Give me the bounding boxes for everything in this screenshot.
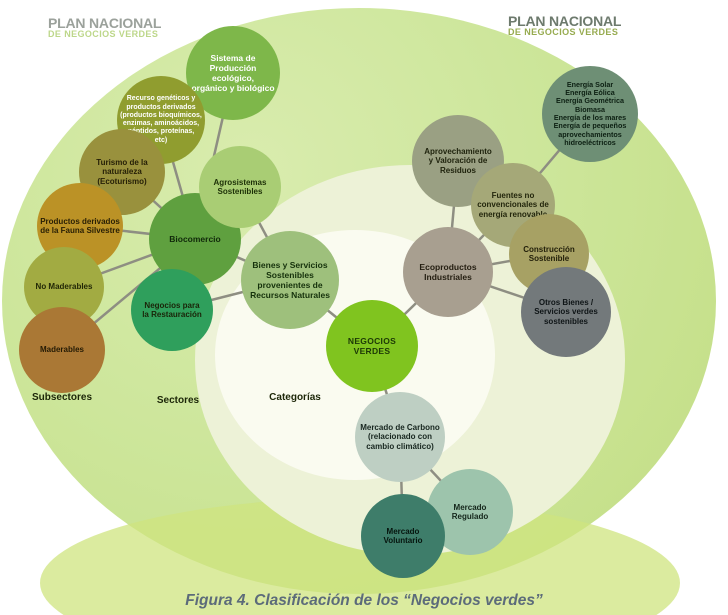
node-agrosistemas: Agrosistemas Sostenibles [199, 146, 281, 228]
logo-right-line1: PLAN NACIONAL [508, 13, 622, 29]
tier-label-sectores: Sectores [156, 395, 200, 406]
node-maderables: Maderables [19, 307, 105, 393]
node-mercado-voluntario: Mercado Voluntario [361, 494, 445, 578]
node-turismo-naturaleza: Turismo de la naturaleza (Ecoturismo) [79, 129, 165, 215]
node-fuentes-no-convencionales: Fuentes no convencionales de energía ren… [471, 163, 555, 247]
node-mercado-carbono: Mercado de Carbono (relacionado con camb… [355, 392, 445, 482]
node-energias: Energía Solar Energía Eólica Energía Geo… [542, 66, 638, 162]
logo-left-line2: DE NEGOCIOS VERDES [48, 29, 159, 40]
logo-left-line1: PLAN NACIONAL [48, 15, 162, 31]
node-ecoproductos: Ecoproductos Industriales [403, 227, 493, 317]
node-sistema-produccion: Sistema de Producción ecológico, orgánic… [186, 26, 280, 120]
logo-plan-nacional-left: PLAN NACIONAL DE NEGOCIOS VERDES [48, 16, 161, 39]
logo-plan-nacional-right: PLAN NACIONAL DE NEGOCIOS VERDES [508, 14, 621, 37]
node-negocios-verdes: NEGOCIOS VERDES [326, 300, 418, 392]
node-otros-bienes: Otros Bienes / Servicios verdes sostenib… [521, 267, 611, 357]
node-negocios-restauracion: Negocios para la Restauración [131, 269, 213, 351]
tier-label-subsectores: Subsectores [31, 392, 93, 403]
tier-label-categorias: Categorías [269, 392, 321, 403]
node-bienes-servicios: Bienes y Servicios Sostenibles provenien… [241, 231, 339, 329]
logo-right-line2: DE NEGOCIOS VERDES [508, 27, 619, 38]
figure-caption: Figura 4. Clasificación de los “Negocios… [185, 592, 543, 609]
